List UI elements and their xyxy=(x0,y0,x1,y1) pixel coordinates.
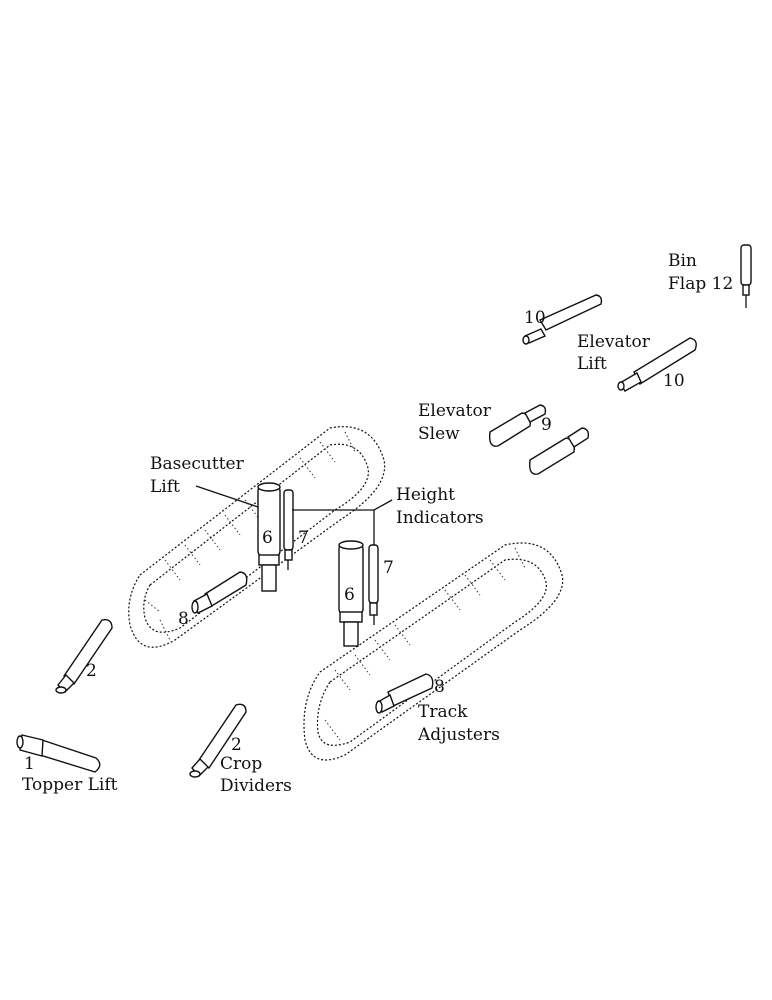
height-indicator-right xyxy=(368,544,379,625)
crop-dividers-label-line1: Crop xyxy=(220,754,262,774)
leader-lines xyxy=(195,485,393,545)
left-track xyxy=(128,426,386,648)
part-number-9: 9 xyxy=(541,415,552,435)
bin-flap-cylinder xyxy=(740,244,752,308)
track-adjusters-label-line2: Adjusters xyxy=(417,725,500,745)
crop-divider-cylinder-center xyxy=(189,703,247,778)
elevator-slew-cylinder-upper xyxy=(488,404,547,447)
topper-lift-cylinder xyxy=(16,734,101,773)
basecutter-lift-label-line1: Basecutter xyxy=(150,454,245,474)
right-track xyxy=(303,542,564,761)
part-number-1: 1 xyxy=(24,754,35,774)
bin-flap-label-line2: Flap 12 xyxy=(668,274,733,294)
track-adjusters-label-line1: Track xyxy=(418,702,468,722)
part-number-6-right: 6 xyxy=(344,585,355,605)
part-number-8-right: 8 xyxy=(434,677,445,697)
basecutter-lift-label-line2: Lift xyxy=(150,477,180,497)
crop-dividers-label-line2: Dividers xyxy=(220,776,292,796)
elevator-slew-label-line2: Slew xyxy=(418,424,460,444)
topper-lift-label: Topper Lift xyxy=(22,775,118,795)
part-number-10-lower: 10 xyxy=(663,371,685,391)
height-indicators-label-line2: Indicators xyxy=(396,508,484,528)
part-number-2-left: 2 xyxy=(86,661,97,681)
track-adjuster-right xyxy=(375,673,434,714)
part-number-6-left: 6 xyxy=(262,528,273,548)
elevator-lift-label-line2: Lift xyxy=(577,354,607,374)
part-number-7-left: 7 xyxy=(298,528,309,548)
bin-flap-label-line1: Bin xyxy=(668,251,697,271)
elevator-lift-label-line1: Elevator xyxy=(577,332,651,352)
elevator-lift-cylinder-upper xyxy=(522,294,603,345)
basecutter-lift-cylinder-left xyxy=(257,482,281,592)
crop-divider-cylinder-left xyxy=(55,618,113,694)
part-number-10-upper: 10 xyxy=(524,308,546,328)
part-number-2-center: 2 xyxy=(231,735,242,755)
elevator-slew-cylinder-lower xyxy=(528,427,590,475)
elevator-slew-label-line1: Elevator xyxy=(418,401,492,421)
part-number-8-left: 8 xyxy=(178,609,189,629)
height-indicators-label-line1: Height xyxy=(396,485,455,505)
elevator-lift-cylinder-lower xyxy=(617,337,697,392)
part-number-7-right: 7 xyxy=(383,558,394,578)
track-adjuster-left xyxy=(191,571,248,614)
height-indicator-left xyxy=(283,489,294,570)
basecutter-lift-cylinder-right xyxy=(338,540,364,647)
